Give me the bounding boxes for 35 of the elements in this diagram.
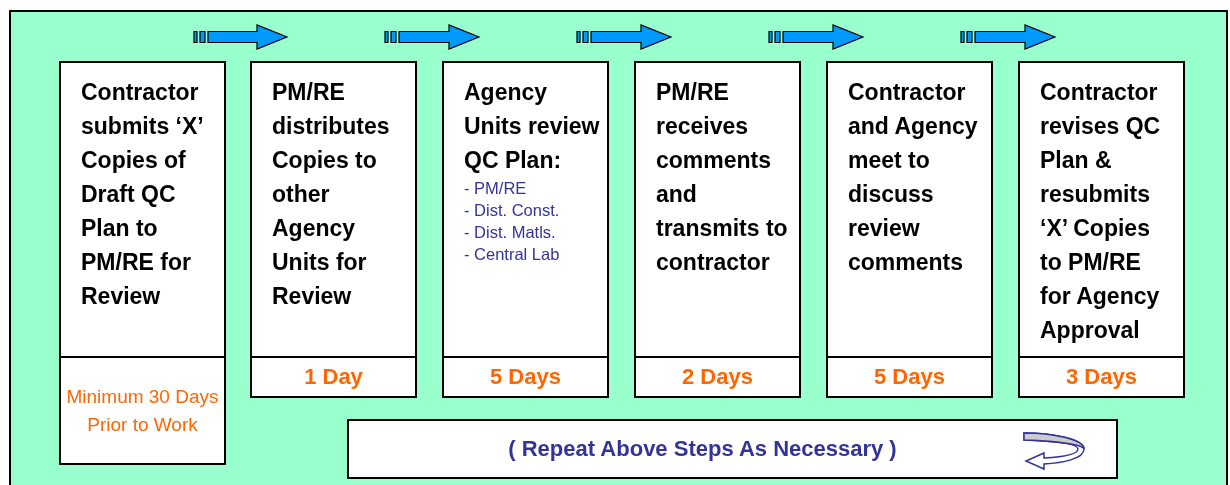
duration-text: 1 Day [304,364,363,390]
list-item: - PM/RE [464,178,528,199]
step-box [634,61,801,358]
duration-box [59,356,226,465]
step-box [250,61,417,358]
block-arrow [768,24,865,50]
step-box [59,61,226,358]
duration-box [634,356,801,398]
repeat-box [347,419,1118,479]
block-arrow [576,24,673,50]
duration-box [250,356,417,398]
duration-text: 2 Days [682,364,753,390]
step-text: Agency Units review QC Plan: [464,78,601,175]
step-text: PM/RE receives comments and transmits to contractor [656,78,789,277]
list-item: - Dist. Matls. [464,222,557,243]
duration-box [1018,356,1185,398]
list-item: - Central Lab [464,244,561,265]
duration-box [826,356,993,398]
step-text: Contractor and Agency meet to discuss review comments [848,78,979,277]
duration-text: 3 Days [1066,364,1137,390]
block-arrow [384,24,481,50]
step-text: PM/RE distributes Copies to other Agency Units for Review [272,78,391,311]
duration-text: Minimum 30 Days Prior to Work [65,384,220,437]
step-text: Contractor revises QC Plan & resubmits ‘X’ Copies to PM/RE for Agency Approval [1040,78,1162,345]
step-box [1018,61,1185,358]
duration-text: 5 Days [874,364,945,390]
block-arrow [193,24,289,50]
step-box [442,61,609,358]
step-text: Contractor submits ‘X’ Copies of Draft QC Plan to PM/RE for Review [81,78,204,311]
repeat-note: ( Repeat Above Steps As Necessary ) [508,436,897,462]
block-arrow [960,24,1057,50]
duration-text: 5 Days [490,364,561,390]
list-item: - Dist. Const. [464,200,561,221]
duration-box [442,356,609,398]
step-box [826,61,993,358]
